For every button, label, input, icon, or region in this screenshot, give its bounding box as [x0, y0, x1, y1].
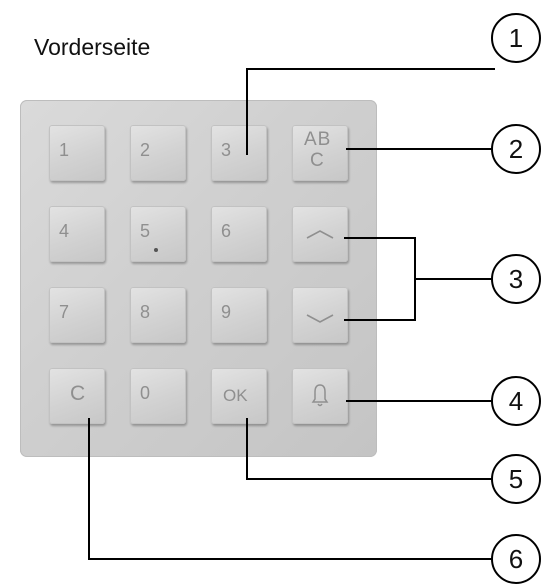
callout-number: 4 — [509, 386, 523, 416]
tactile-dot — [154, 248, 158, 252]
chevron-down-icon — [306, 314, 334, 323]
callout-6: 6 — [491, 534, 541, 584]
callout-4: 4 — [491, 376, 541, 426]
key-label: OK — [223, 386, 248, 405]
key-4[interactable]: 4 — [49, 206, 105, 262]
callout-number: 5 — [509, 464, 523, 494]
callout-5: 5 — [491, 454, 541, 504]
callout-number: 2 — [509, 134, 523, 164]
callout-number: 3 — [509, 264, 523, 294]
key-clear[interactable]: C — [49, 368, 105, 424]
key-label: 8 — [140, 302, 151, 322]
key-abc[interactable]: AB C — [292, 125, 348, 181]
key-label: 6 — [221, 221, 232, 241]
key-label: 5 — [140, 221, 151, 241]
key-9[interactable]: 9 — [211, 287, 267, 343]
page-title: Vorderseite — [34, 34, 151, 60]
chevron-up-icon — [306, 230, 334, 239]
key-label: 1 — [59, 140, 70, 160]
key-up[interactable] — [292, 206, 348, 262]
key-label: 7 — [59, 302, 70, 322]
key-2[interactable]: 2 — [130, 125, 186, 181]
key-label-line1: AB — [304, 129, 332, 150]
key-label: 4 — [59, 221, 70, 241]
leader-line-6 — [88, 418, 493, 560]
callout-1: 1 — [491, 13, 541, 63]
key-down[interactable] — [292, 287, 348, 343]
key-label: C — [70, 382, 86, 405]
key-bell[interactable] — [292, 368, 348, 424]
key-5[interactable]: 5 — [130, 206, 186, 262]
callout-number: 1 — [509, 23, 523, 53]
key-label: 9 — [221, 302, 232, 322]
key-ok[interactable]: OK — [211, 368, 267, 424]
key-0[interactable]: 0 — [130, 368, 186, 424]
key-label: 0 — [140, 383, 151, 403]
bell-icon — [311, 384, 329, 407]
key-label-line2: C — [310, 150, 324, 171]
callout-3: 3 — [491, 254, 541, 304]
key-6[interactable]: 6 — [211, 206, 267, 262]
leader-line-1 — [246, 68, 495, 155]
key-8[interactable]: 8 — [130, 287, 186, 343]
key-1[interactable]: 1 — [49, 125, 105, 181]
key-label: 2 — [140, 140, 151, 160]
callout-number: 6 — [509, 544, 523, 574]
keypad-panel: 1 2 3 AB C 4 5 6 7 8 9 C 0 OK — [20, 100, 377, 457]
callout-2: 2 — [491, 124, 541, 174]
key-label: 3 — [221, 140, 232, 160]
leader-line-5 — [246, 418, 493, 480]
key-7[interactable]: 7 — [49, 287, 105, 343]
leader-line-3 — [344, 237, 416, 321]
key-3[interactable]: 3 — [211, 125, 267, 181]
